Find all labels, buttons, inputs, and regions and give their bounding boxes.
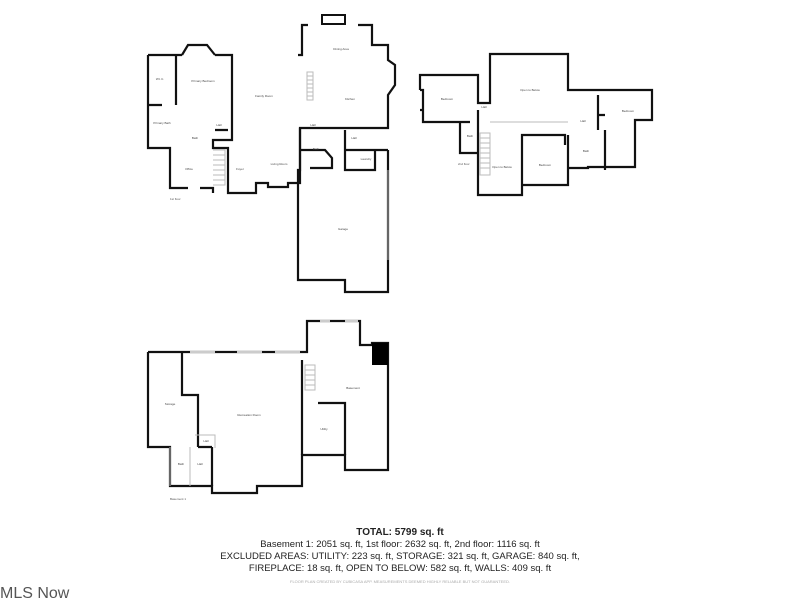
room-label: Hall xyxy=(351,136,357,140)
room-label: Primary Bedroom xyxy=(191,79,215,83)
excluded-areas-continued: FIREPLACE: 18 sq. ft, OPEN TO BELOW: 582… xyxy=(248,563,552,574)
room-label: Bath xyxy=(313,147,320,151)
room-label: Family Room xyxy=(255,94,273,98)
room-label: Garage xyxy=(338,227,348,231)
room-label: Bath xyxy=(178,462,185,466)
room-label: Bedroom xyxy=(622,109,635,113)
room-label: Open to Below xyxy=(520,88,541,92)
room-label: Storage xyxy=(165,402,176,406)
credit-note: FLOOR PLAN CREATED BY CUBICASA APP. MEAS… xyxy=(290,579,510,584)
floor-label: 2nd floor xyxy=(458,162,470,166)
room-label: Kitchen xyxy=(345,97,355,101)
room-label: Hall xyxy=(310,123,316,127)
room-label: Utility xyxy=(320,427,328,431)
room-label: Bedroom xyxy=(441,97,454,101)
excluded-areas: EXCLUDED AREAS: UTILITY: 223 sq. ft, STO… xyxy=(220,551,580,562)
floor-areas: Basement 1: 2051 sq. ft, 1st floor: 2632… xyxy=(260,539,540,550)
room-label: Bath xyxy=(467,134,474,138)
room-label: Office xyxy=(185,167,193,171)
room-label: Living Room xyxy=(271,162,288,166)
basement-plan: Storage Recreation Room Basement Utility… xyxy=(146,319,390,501)
room-label: W.I.C. xyxy=(156,77,164,81)
room-label: Recreation Room xyxy=(237,413,261,417)
room-label: Primary Bath xyxy=(153,121,171,125)
room-label: Foyer xyxy=(236,167,244,171)
first-floor-plan: W.I.C. Primary Bedroom Primary Bath Bath… xyxy=(146,14,397,294)
room-label: Hall xyxy=(216,123,222,127)
second-floor-plan: Bedroom Hall Open to Below Bath Open to … xyxy=(418,52,654,197)
floor-label: Basement 1 xyxy=(170,497,186,501)
fireplace-icon xyxy=(372,343,388,365)
room-label: Hall xyxy=(197,462,203,466)
room-label: Bath xyxy=(583,149,590,153)
watermark: MLS Now xyxy=(0,585,70,602)
room-label: Hall xyxy=(580,119,586,123)
room-label: Bath xyxy=(192,136,199,140)
floor-label: 1st floor xyxy=(170,197,181,201)
room-label: Laundry xyxy=(361,157,372,161)
room-label: Hall xyxy=(481,105,487,109)
room-label: Open to Below xyxy=(492,165,513,169)
room-label: Dining Area xyxy=(333,47,349,51)
total-area: TOTAL: 5799 sq. ft xyxy=(356,527,444,538)
room-label: Bedroom xyxy=(539,163,552,167)
room-label: Hall xyxy=(203,439,209,443)
room-label: Basement xyxy=(346,386,360,390)
